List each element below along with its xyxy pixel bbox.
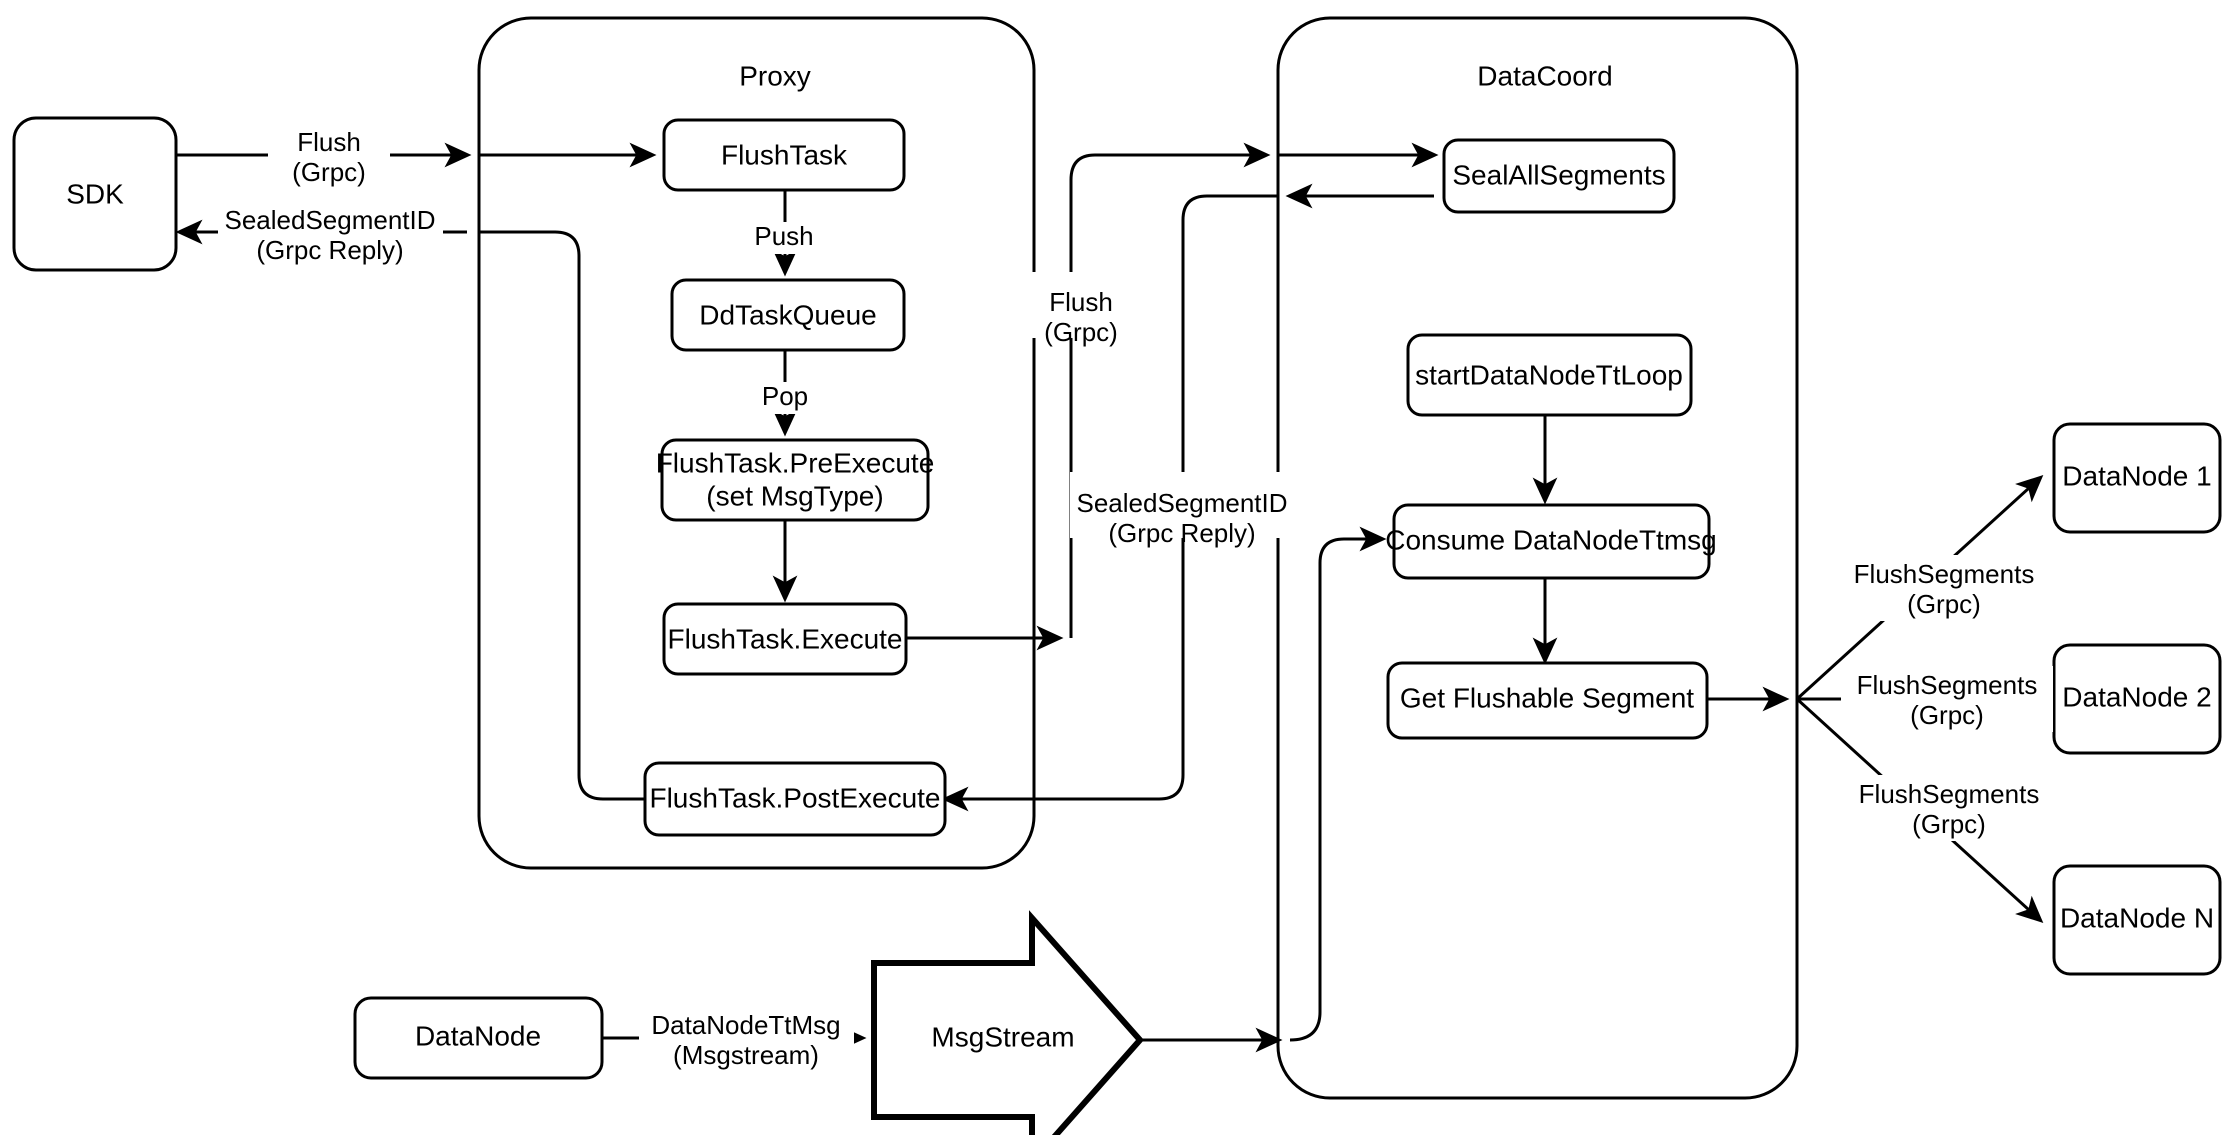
node-datanode-2[interactable]: DataNode 2 <box>2052 643 2222 755</box>
datacoord-container-title: DataCoord <box>1477 60 1612 91</box>
edge-label-pop-text: Pop <box>762 381 808 411</box>
node-consume-datanode-ttmsg-label: Consume DataNodeTtmsg <box>1385 524 1716 555</box>
node-flush-task-postexecute[interactable]: FlushTask.PostExecute <box>643 761 947 837</box>
node-datanode-source-label: DataNode <box>415 1020 541 1051</box>
edge-label-proxy-to-datacoord-flush: Flush (Grpc) <box>1020 272 1142 347</box>
node-flush-task[interactable]: FlushTask <box>662 118 906 192</box>
node-flush-task-execute-label: FlushTask.Execute <box>668 623 903 654</box>
edge-label-datacoord-to-proxy-sealedsegmentid: SealedSegmentID (Grpc Reply) <box>1070 472 1300 548</box>
node-datanode-n[interactable]: DataNode N <box>2052 864 2222 976</box>
node-get-flushable-segment[interactable]: Get Flushable Segment <box>1386 661 1709 740</box>
node-dd-task-queue-label: DdTaskQueue <box>699 299 876 330</box>
node-dd-task-queue[interactable]: DdTaskQueue <box>670 278 906 352</box>
edge-label-flush-segments-2-line2: (Grpc) <box>1910 700 1984 730</box>
node-datanode-2-label: DataNode 2 <box>2062 681 2211 712</box>
node-start-datanode-tt-loop[interactable]: startDataNodeTtLoop <box>1406 333 1693 417</box>
node-sdk-label: SDK <box>66 178 124 209</box>
node-flush-task-preexecute-label-line1: FlushTask.PreExecute <box>656 447 935 478</box>
node-start-datanode-tt-loop-label: startDataNodeTtLoop <box>1415 359 1683 390</box>
node-flush-task-execute[interactable]: FlushTask.Execute <box>662 602 908 676</box>
edge-label-flush-segments-2: FlushSegments (Grpc) <box>1841 666 2053 732</box>
edge-label-flush-segments-1-line2: (Grpc) <box>1907 589 1981 619</box>
edge-label-push-text: Push <box>754 221 813 251</box>
edge-label-push: Push <box>744 221 824 254</box>
node-sdk[interactable]: SDK <box>12 116 178 272</box>
edge-msgstream-into-consume <box>1289 526 1387 1042</box>
edge-label-sealedsegmentid-line2: (Grpc Reply) <box>256 235 403 265</box>
node-flush-task-preexecute[interactable]: FlushTask.PreExecute (set MsgType) <box>656 438 935 522</box>
edge-label-flush-line1: Flush <box>297 127 361 157</box>
edge-label-flush-segments-n: FlushSegments (Grpc) <box>1843 775 2055 841</box>
edge-label-flush-segments-1-line1: FlushSegments <box>1854 559 2035 589</box>
node-flush-task-label: FlushTask <box>721 139 848 170</box>
node-flush-task-preexecute-label-line2: (set MsgType) <box>706 480 883 511</box>
edge-label-sdk-to-proxy-flush: Flush (Grpc) <box>268 122 390 188</box>
edge-label-proxy-to-sdk-sealedsegmentid: SealedSegmentID (Grpc Reply) <box>218 200 443 266</box>
node-msgstream-label: MsgStream <box>931 1021 1074 1052</box>
proxy-container-title: Proxy <box>739 60 811 91</box>
edge-label-datacoord-flush-line1: Flush <box>1049 287 1113 317</box>
edge-label-sealedsegmentid-line1: SealedSegmentID <box>224 205 435 235</box>
edge-label-datanode-ttmsg-line1: DataNodeTtMsg <box>651 1010 840 1040</box>
node-datanode-1[interactable]: DataNode 1 <box>2052 422 2222 534</box>
node-consume-datanode-ttmsg[interactable]: Consume DataNodeTtmsg <box>1385 503 1717 580</box>
node-seal-all-segments-label: SealAllSegments <box>1452 159 1665 190</box>
node-datanode-1-label: DataNode 1 <box>2062 460 2211 491</box>
edge-label-flush-segments-2-line1: FlushSegments <box>1857 670 2038 700</box>
node-msgstream[interactable]: MsgStream <box>871 910 1145 1135</box>
node-seal-all-segments[interactable]: SealAllSegments <box>1442 138 1676 214</box>
edge-label-flush-line2: (Grpc) <box>292 157 366 187</box>
node-datanode-n-label: DataNode N <box>2060 902 2214 933</box>
edge-label-flush-segments-n-line2: (Grpc) <box>1912 809 1986 839</box>
edge-label-datanode-ttmsg-line2: (Msgstream) <box>673 1040 819 1070</box>
edge-label-pop: Pop <box>750 381 820 414</box>
edge-proxy-to-datacoord-flush <box>1069 142 1271 638</box>
edge-label-datacoord-flush-line2: (Grpc) <box>1044 317 1118 347</box>
edge-label-flush-segments-n-line1: FlushSegments <box>1859 779 2040 809</box>
node-get-flushable-segment-label: Get Flushable Segment <box>1400 682 1694 713</box>
node-datanode-source[interactable]: DataNode <box>353 996 604 1080</box>
node-flush-task-postexecute-label: FlushTask.PostExecute <box>649 782 940 813</box>
edge-label-datacoord-reply-line2: (Grpc Reply) <box>1108 518 1255 548</box>
edge-label-flush-segments-1: FlushSegments (Grpc) <box>1838 555 2050 621</box>
edge-postexecute-loop-to-proxy-exit <box>479 230 645 801</box>
edge-label-datanode-ttmsg: DataNodeTtMsg (Msgstream) <box>639 1006 854 1072</box>
edge-label-datacoord-reply-line1: SealedSegmentID <box>1076 488 1287 518</box>
